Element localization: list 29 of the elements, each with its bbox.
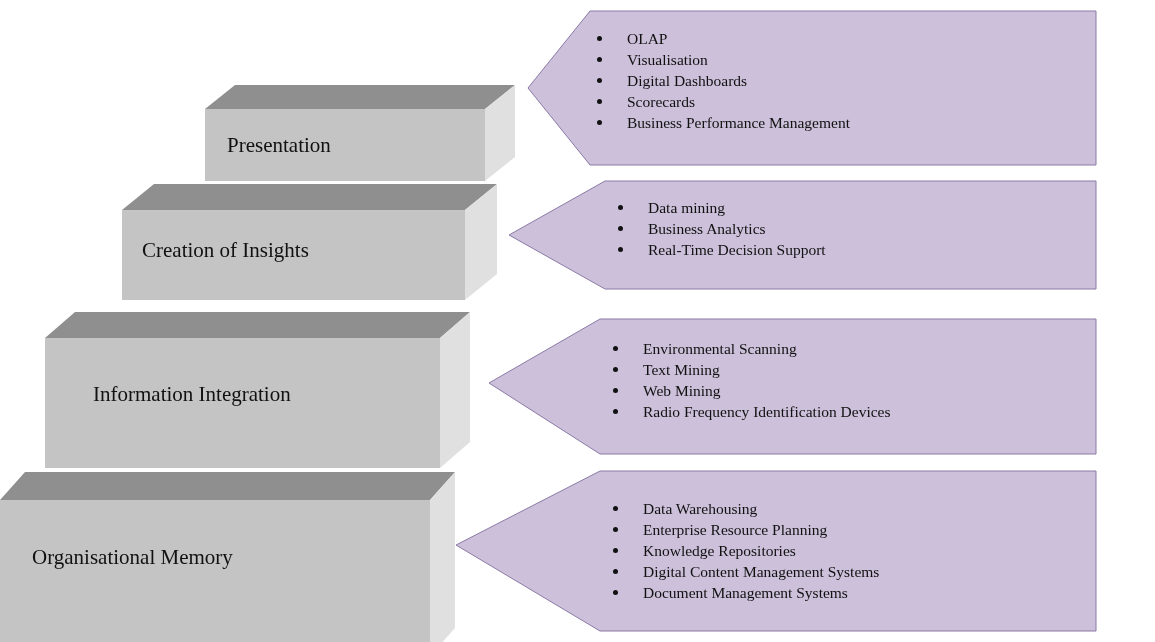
callout-shape: [527, 10, 1097, 166]
step-block: [45, 312, 470, 468]
step-label: Presentation: [227, 133, 331, 158]
callout-shape: [488, 318, 1097, 455]
list-item: Business Performance Management: [627, 113, 850, 133]
step-label: Creation of Insights: [142, 238, 309, 263]
list-item: Knowledge Repositories: [643, 541, 796, 561]
list-item: Scorecards: [627, 92, 695, 112]
list-item: Environmental Scanning: [643, 339, 797, 359]
callout-shape: [508, 180, 1097, 290]
step-label: Organisational Memory: [32, 545, 233, 570]
list-item: Digital Content Management Systems: [643, 562, 880, 582]
list-item: OLAP: [627, 29, 668, 49]
list-item: Real-Time Decision Support: [648, 240, 826, 260]
list-item: Visualisation: [627, 50, 708, 70]
list-item: Data Warehousing: [643, 499, 758, 519]
step-block: [122, 184, 497, 300]
list-item: Radio Frequency Identification Devices: [643, 402, 891, 422]
list-item: Enterprise Resource Planning: [643, 520, 828, 540]
list-item: Document Management Systems: [643, 583, 848, 603]
callout-shape: [455, 470, 1097, 632]
list-item: Digital Dashboards: [627, 71, 748, 91]
list-item: Business Analytics: [648, 219, 766, 239]
list-item: Data mining: [648, 198, 726, 218]
list-item: Web Mining: [643, 381, 721, 401]
list-item: Text Mining: [643, 360, 720, 380]
step-block: [0, 472, 455, 642]
step-block: [205, 85, 515, 181]
step-label: Information Integration: [93, 382, 291, 407]
